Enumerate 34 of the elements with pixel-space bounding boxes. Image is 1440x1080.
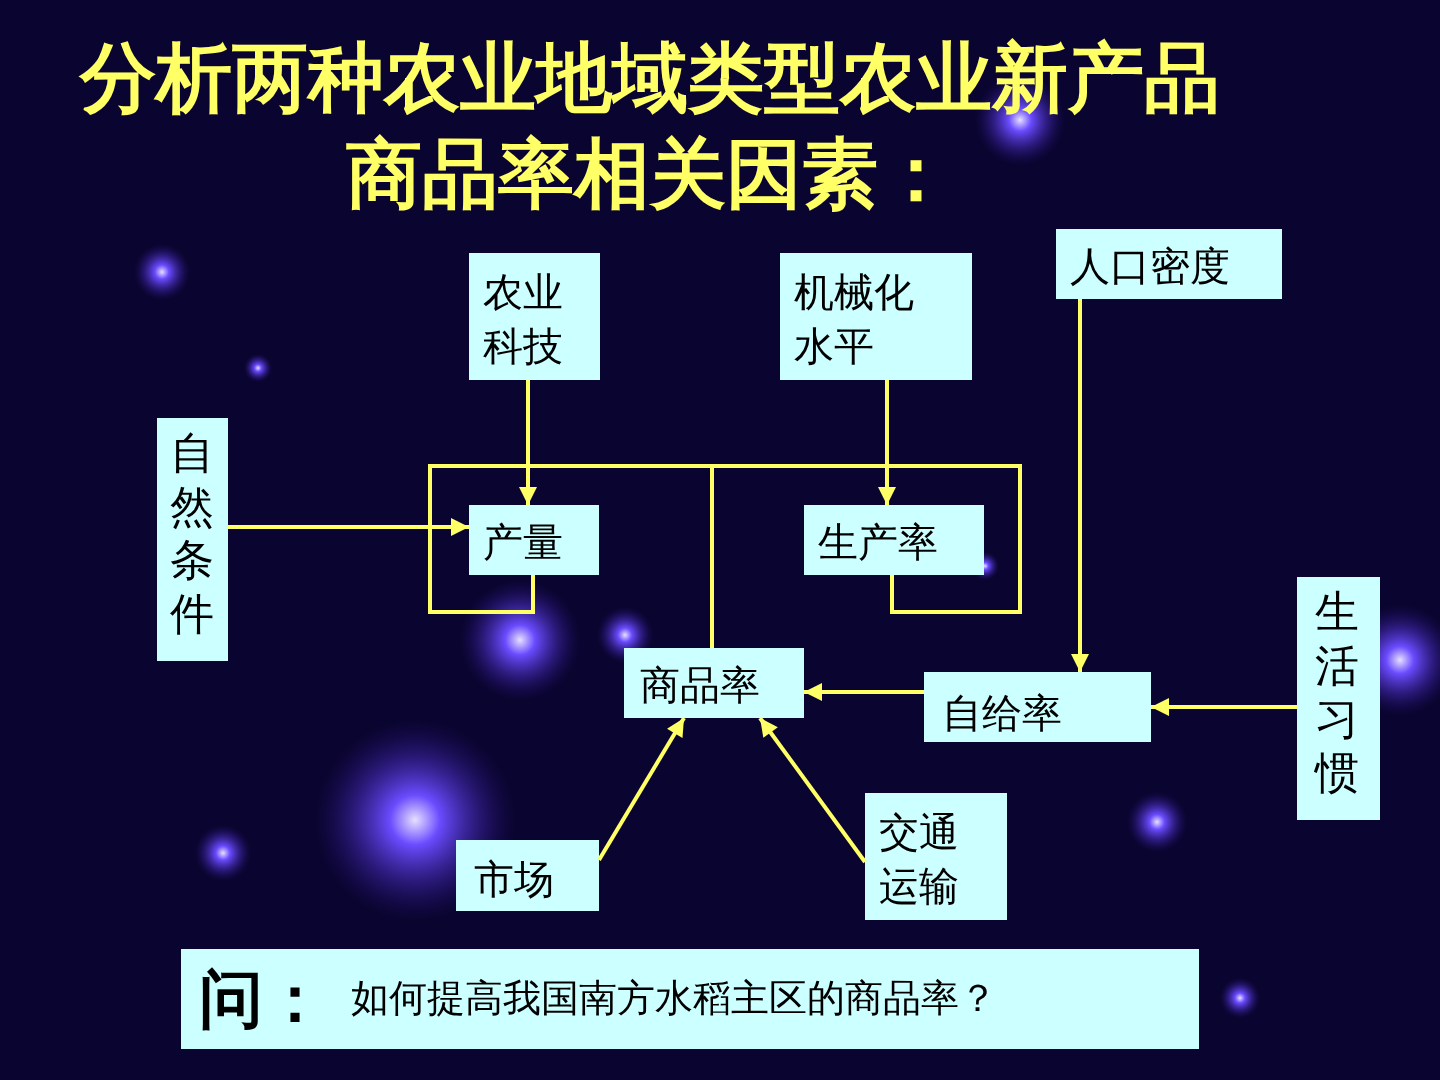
factor-box [780, 253, 972, 380]
factor-box [865, 793, 1007, 920]
factor-label: 产量 [483, 519, 563, 565]
factor-box [469, 253, 600, 380]
question-text: 如何提高我国南方水稻主区的商品率？ [351, 975, 997, 1023]
arrow [228, 518, 469, 536]
factor-box [1297, 577, 1380, 820]
factor-box [456, 840, 599, 911]
arrow [878, 380, 896, 505]
factor-label: 生活习惯 [1315, 585, 1359, 800]
question-label: 问： [199, 959, 327, 1038]
factor-box [624, 648, 804, 718]
arrow [1151, 698, 1297, 716]
factor-box [469, 505, 599, 575]
arrow [804, 683, 924, 701]
factor-label: 农业科技 [483, 268, 564, 371]
factor-box [1056, 229, 1282, 299]
factor-label: 市场 [474, 856, 554, 902]
factor-label: 自给率 [942, 690, 1062, 736]
arrow [1071, 299, 1089, 672]
factor-label: 生产率 [818, 519, 938, 565]
arrow [519, 380, 537, 505]
factor-box [157, 418, 228, 661]
factor-box [924, 672, 1151, 742]
factor-box [804, 505, 984, 575]
factor-label: 人口密度 [1070, 243, 1230, 289]
factor-label: 交通运输 [879, 808, 960, 911]
question-box [181, 949, 1199, 1049]
factor-label: 自然条件 [170, 426, 214, 641]
arrow [597, 716, 686, 862]
factor-label: 商品率 [640, 662, 760, 708]
slide-title: 分析两种农业地域类型农业新产品商品率相关因素： [80, 32, 1220, 220]
arrow [758, 716, 867, 864]
factor-label: 机械化水平 [794, 268, 915, 371]
